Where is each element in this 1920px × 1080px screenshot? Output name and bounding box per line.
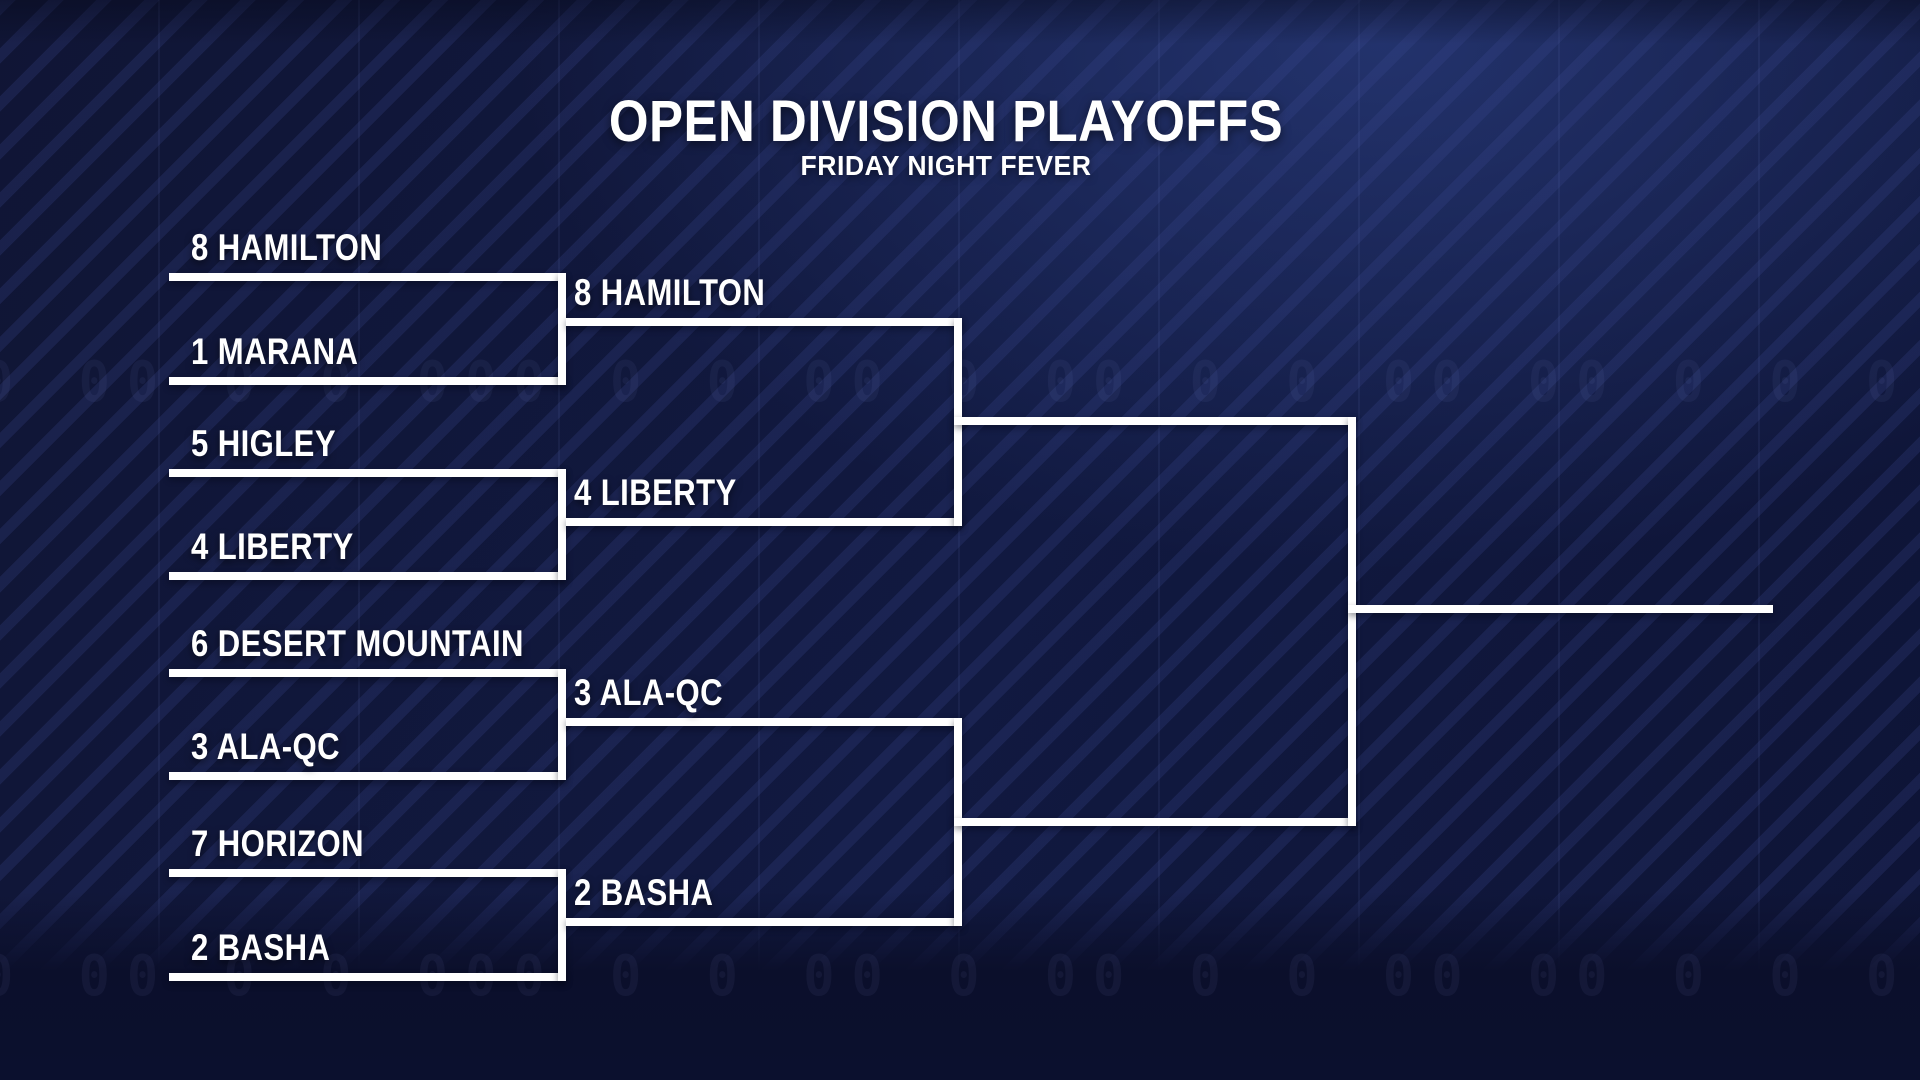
r1-line-liberty bbox=[169, 572, 566, 580]
r1-line-horizon bbox=[169, 869, 566, 877]
final-connector bbox=[1348, 417, 1356, 826]
r1-line-desert-mountain bbox=[169, 669, 566, 677]
r2-line-basha bbox=[566, 918, 962, 926]
champion-line bbox=[1348, 605, 1773, 613]
r1-connector-match1 bbox=[558, 273, 566, 385]
r1-slot-basha: 2 BASHA bbox=[191, 927, 331, 968]
r1-slot-horizon: 7 HORIZON bbox=[191, 823, 365, 864]
r1-slot-marana: 1 MARANA bbox=[191, 331, 359, 372]
r1-connector-match4 bbox=[558, 869, 566, 981]
r2-line-hamilton bbox=[566, 318, 962, 326]
r2-slot-basha: 2 BASHA bbox=[574, 872, 714, 913]
r1-line-marana bbox=[169, 377, 566, 385]
page-title: OPEN DIVISION PLAYOFFS bbox=[608, 89, 1284, 154]
r1-slot-higley: 5 HIGLEY bbox=[191, 423, 336, 464]
background-top-fade bbox=[0, 0, 1920, 44]
r2-line-ala-qc bbox=[566, 718, 962, 726]
r1-line-higley bbox=[169, 469, 566, 477]
r2-line-liberty bbox=[566, 518, 962, 526]
r1-line-hamilton bbox=[169, 273, 566, 281]
r2-slot-hamilton: 8 HAMILTON bbox=[574, 272, 766, 313]
r1-line-ala-qc bbox=[169, 772, 566, 780]
r2-slot-liberty: 4 LIBERTY bbox=[574, 472, 737, 513]
page-subtitle: FRIDAY NIGHT FEVER bbox=[800, 150, 1092, 181]
r1-connector-match2 bbox=[558, 469, 566, 580]
r1-connector-match3 bbox=[558, 669, 566, 780]
r1-slot-liberty: 4 LIBERTY bbox=[191, 526, 354, 567]
r1-slot-hamilton: 8 HAMILTON bbox=[191, 227, 383, 268]
semifinal1-winner-line bbox=[954, 417, 1356, 425]
r1-slot-ala-qc: 3 ALA-QC bbox=[191, 726, 340, 767]
r2-slot-ala-qc: 3 ALA-QC bbox=[574, 672, 723, 713]
semifinal2-winner-line bbox=[954, 818, 1356, 826]
r1-slot-desert-mountain: 6 DESERT MOUNTAIN bbox=[191, 623, 524, 664]
r1-line-basha bbox=[169, 973, 566, 981]
